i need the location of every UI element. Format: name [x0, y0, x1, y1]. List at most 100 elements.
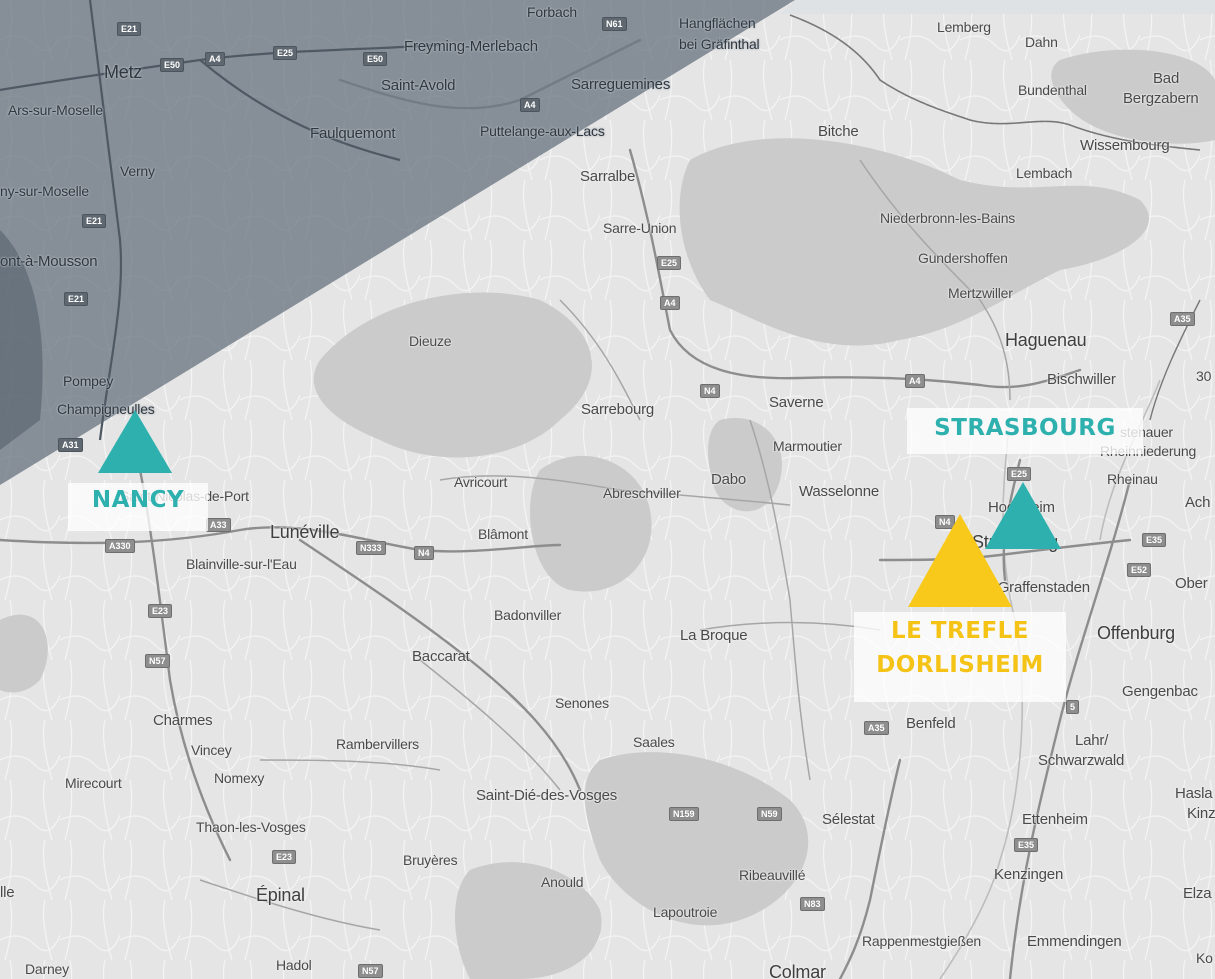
place-label: Ober	[1175, 575, 1208, 592]
diagonal-overlay	[0, 0, 795, 485]
place-label: Thaon-les-Vosges	[196, 819, 306, 835]
road-shield: N4	[414, 546, 434, 560]
place-label: Offenburg	[1097, 623, 1175, 643]
road-shield: A35	[1170, 312, 1195, 326]
place-label: Forbach	[527, 4, 577, 20]
le-trefle-label: LE TREFLE DORLISHEIM	[854, 612, 1066, 702]
place-label: Saverne	[769, 394, 824, 411]
place-label: Gengenbac	[1122, 683, 1198, 700]
place-label: Nomexy	[214, 770, 265, 786]
road-shield: N59	[757, 807, 782, 821]
place-label: Badonviller	[494, 607, 562, 623]
road-shield: E21	[82, 214, 107, 228]
place-label: Senones	[555, 695, 609, 711]
place-label: Avricourt	[454, 474, 508, 490]
place-label: Wissembourg	[1080, 137, 1170, 154]
le-trefle-label-line2: DORLISHEIM	[876, 652, 1044, 678]
place-label: Benfeld	[906, 715, 956, 732]
place-label: Bad	[1153, 70, 1180, 87]
place-label: Sarreguemines	[571, 76, 671, 93]
place-label: Ettenheim	[1022, 811, 1088, 828]
place-label: Baccarat	[412, 648, 470, 665]
place-label: Metz	[104, 62, 143, 82]
place-label: ny-sur-Moselle	[0, 183, 89, 199]
road-shield: 5	[1066, 700, 1080, 714]
place-label: Ribeauvillé	[739, 867, 806, 883]
place-label: Bischwiller	[1047, 371, 1116, 388]
road-shield: N4	[700, 384, 720, 398]
place-label: Wasselonne	[799, 483, 879, 500]
place-label: La Broque	[680, 627, 748, 644]
road-shield: A33	[206, 518, 231, 532]
place-label: Lembach	[1016, 165, 1073, 181]
place-label: Mertzwiller	[948, 285, 1013, 301]
road-shield: E52	[1127, 563, 1152, 577]
road-shield: N61	[602, 17, 627, 31]
place-label: Rheinau	[1107, 471, 1158, 487]
place-label: Haguenau	[1005, 330, 1087, 350]
place-label: Hadol	[276, 957, 312, 973]
nancy-label: NANCY	[68, 483, 208, 531]
secondary-roads	[199, 159, 1011, 931]
place-label: Ars-sur-Moselle	[8, 102, 104, 118]
place-label: Bitche	[818, 123, 859, 140]
place-label: Kenzingen	[994, 866, 1064, 883]
strasbourg-label: STRASBOURG	[907, 408, 1143, 454]
place-label: Lemberg	[937, 19, 991, 35]
le-trefle-marker-icon[interactable]	[908, 514, 1012, 607]
place-label: Faulquemont	[310, 125, 396, 142]
place-label: Hangflächen	[679, 15, 756, 31]
road-shield: E50	[363, 52, 388, 66]
place-label: Kinz	[1187, 805, 1215, 822]
place-label: Emmendingen	[1027, 933, 1122, 950]
place-label: Bruyères	[403, 852, 458, 868]
place-label: Vincey	[191, 742, 232, 758]
road-shield: E21	[117, 22, 142, 36]
road-shield: E25	[1007, 467, 1032, 481]
road-shield: A31	[58, 438, 83, 452]
road-shield: A35	[864, 721, 889, 735]
road-shield: E21	[64, 292, 89, 306]
road-shield: N57	[358, 964, 383, 978]
place-label: Dabo	[711, 471, 747, 488]
place-label: Sélestat	[822, 811, 875, 828]
place-label: Lahr/	[1075, 732, 1109, 749]
le-trefle-label-line1: LE TREFLE	[890, 618, 1030, 644]
place-label: Saint-Avold	[381, 77, 456, 94]
place-label: Sarre-Union	[603, 220, 677, 236]
place-label: Dieuze	[409, 333, 452, 349]
place-label: Rappenmestgießen	[862, 933, 981, 949]
place-label: Épinal	[256, 885, 305, 905]
border-north	[789, 14, 1201, 151]
overlay-forest	[0, 230, 43, 450]
place-label: Lapoutroie	[653, 904, 718, 920]
road-shield: A330	[105, 539, 135, 553]
place-label: Colmar	[769, 962, 826, 979]
road-shield: E35	[1142, 533, 1167, 547]
road-shield: N57	[145, 654, 170, 668]
place-label: lle	[0, 884, 15, 901]
place-label: Rambervillers	[336, 736, 419, 752]
place-label: Elza	[1183, 885, 1212, 902]
place-label: bei Gräfinthal	[679, 36, 760, 52]
road-shield: A4	[905, 374, 925, 388]
place-label: Charmes	[153, 712, 213, 729]
place-label: Verny	[120, 163, 155, 179]
place-label: Pompey	[63, 373, 114, 389]
road-shield: E23	[148, 604, 173, 618]
place-label: Sarrebourg	[581, 401, 655, 418]
overlay-roads	[0, 0, 441, 441]
road-shield: E25	[273, 46, 298, 60]
top-strip	[780, 0, 1215, 14]
road-shield: A4	[205, 52, 225, 66]
road-shield: E23	[272, 850, 297, 864]
place-label: Schwarzwald	[1038, 752, 1125, 769]
place-label: Ach	[1185, 494, 1211, 511]
place-label: Darney	[25, 961, 69, 977]
forest-areas	[0, 49, 1215, 979]
place-label: ont-à-Mousson	[0, 253, 98, 270]
place-label: Freyming-Merlebach	[404, 38, 538, 55]
place-label: Blâmont	[478, 526, 528, 542]
nancy-marker-icon[interactable]	[98, 410, 172, 473]
